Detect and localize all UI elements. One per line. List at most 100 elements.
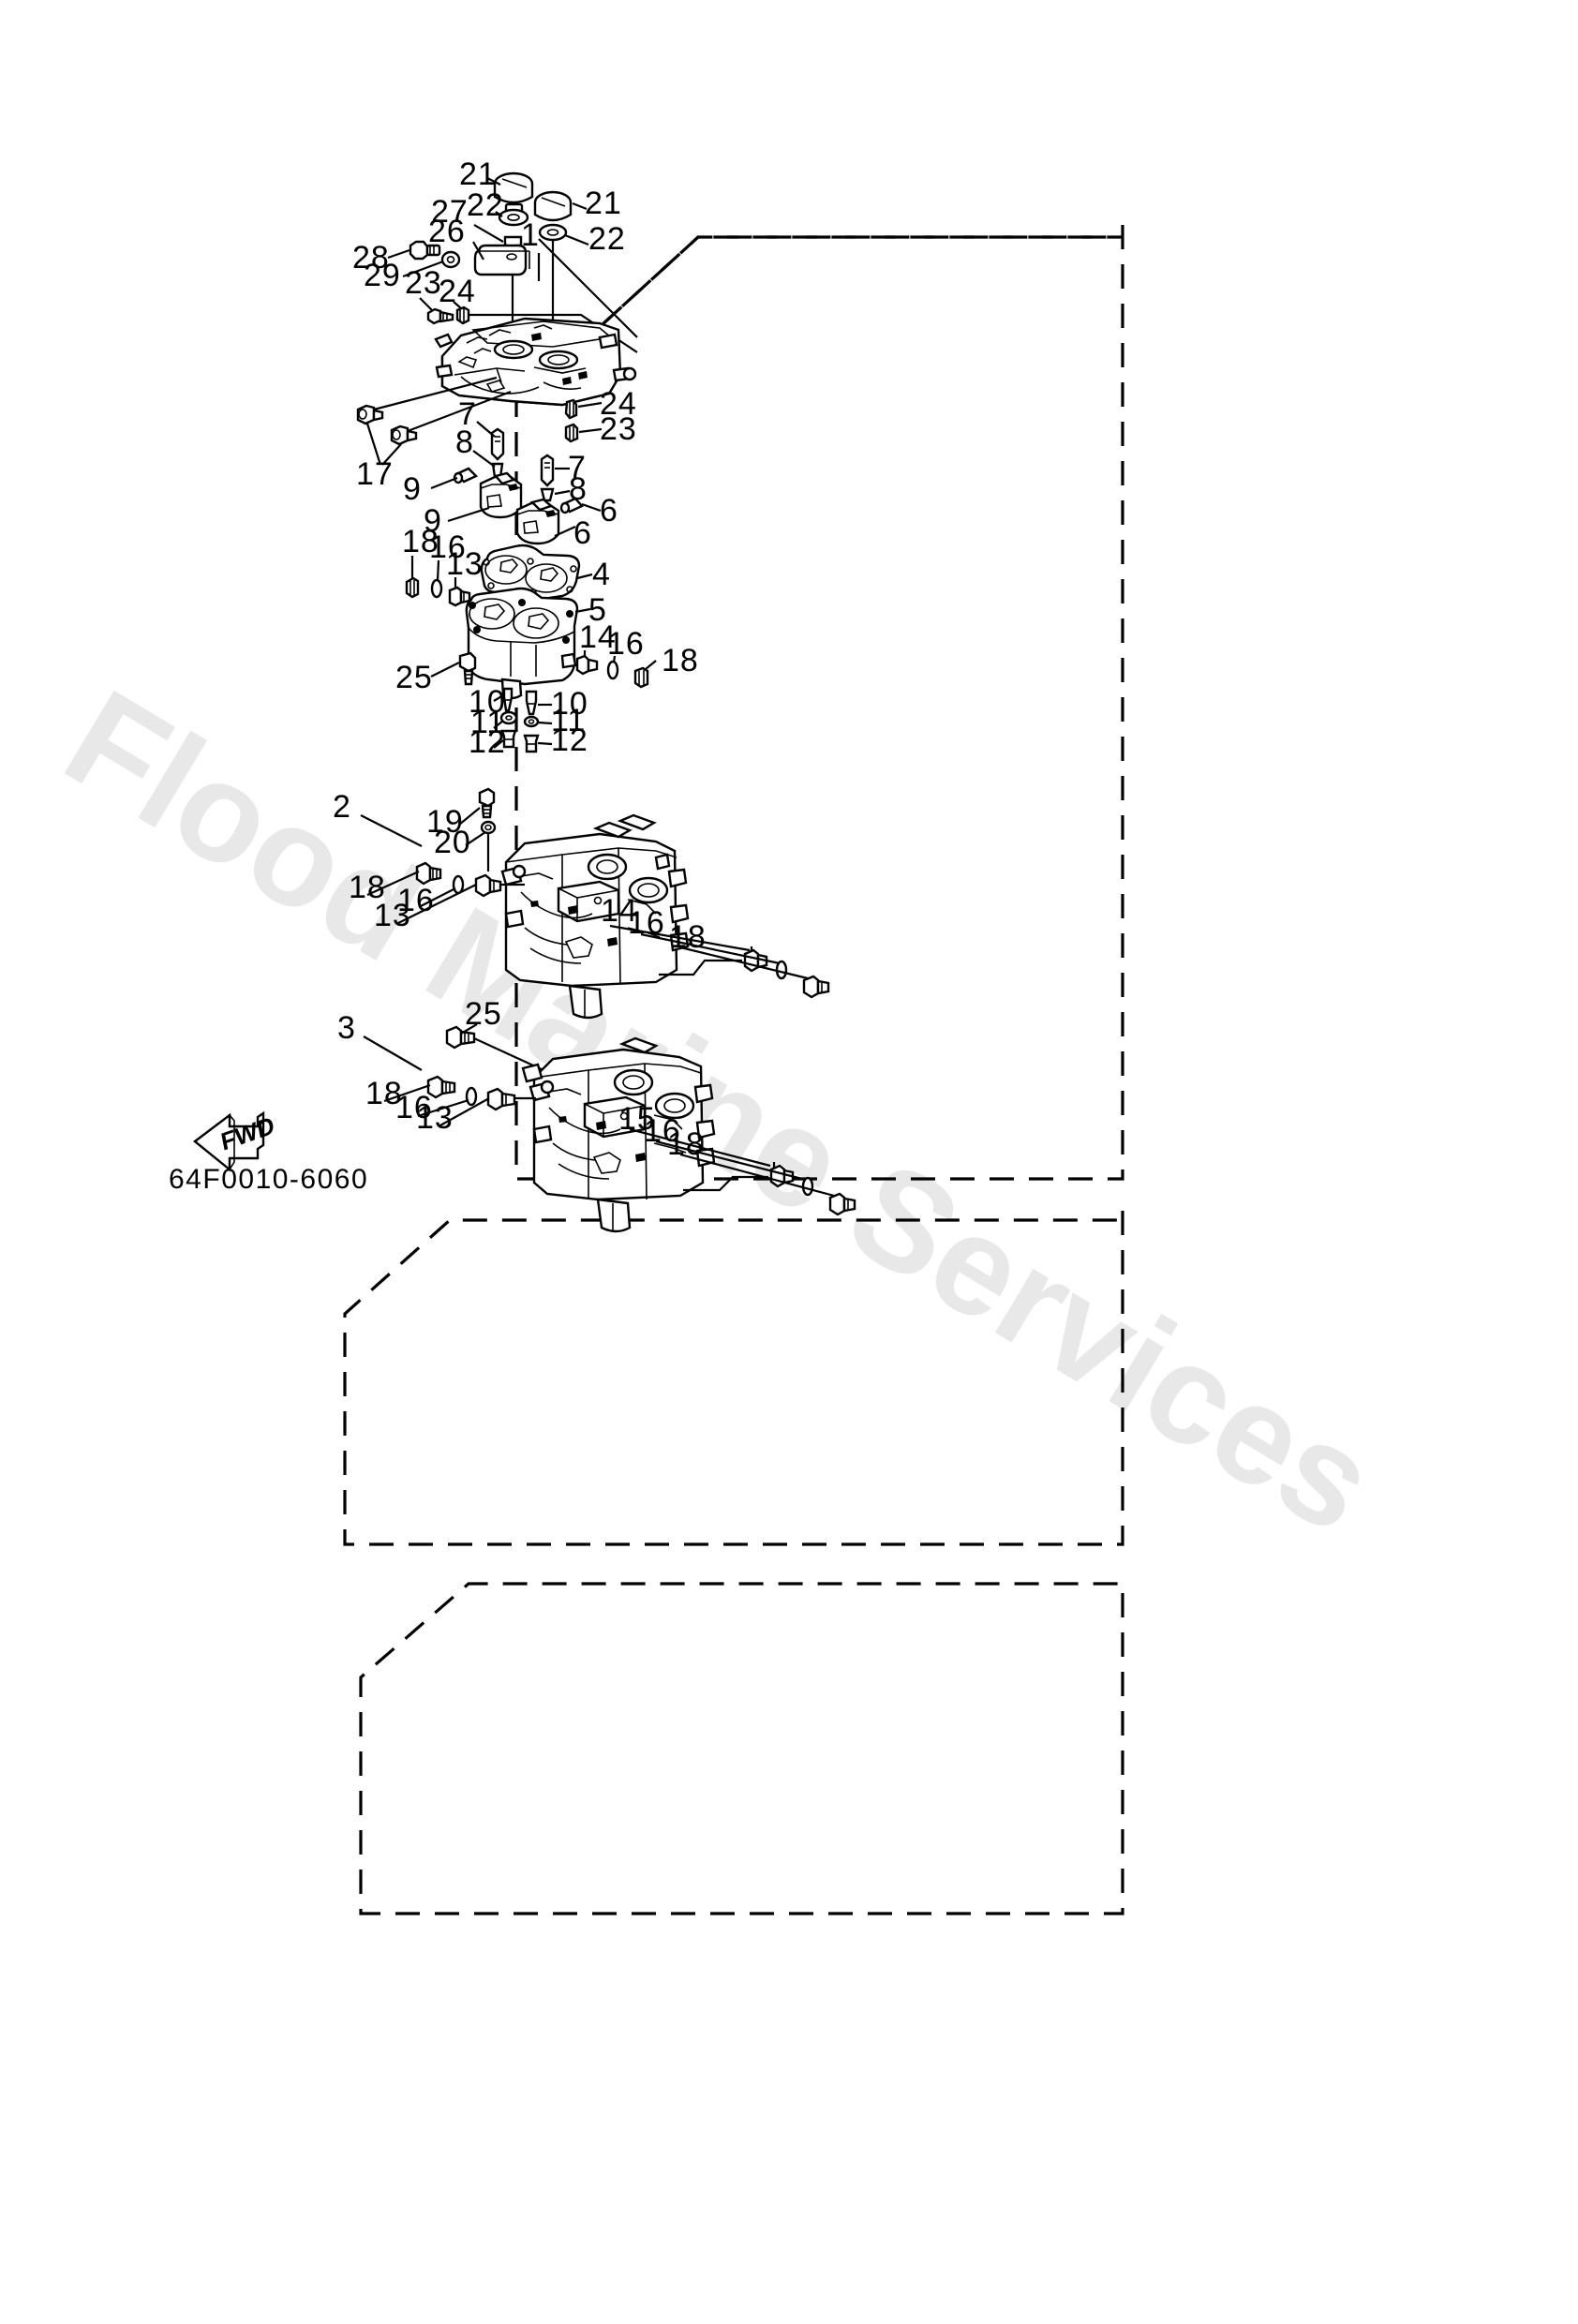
- callout-24-upper: 24: [439, 274, 476, 309]
- part-12-left-plug: [500, 729, 517, 749]
- callout-14-asm2-long: [609, 924, 751, 952]
- part-24-screw-right: [564, 398, 578, 420]
- asm2-right-hook: [659, 959, 742, 976]
- part-10-right-jet: [525, 690, 538, 716]
- fwd-arrow-icon: [193, 1110, 265, 1172]
- part-23-screw-upper: [426, 307, 454, 325]
- callout-6-right: 6: [573, 515, 592, 551]
- callout-18-asm2-right: 18: [669, 919, 707, 955]
- callout-25-asm3: 25: [465, 996, 502, 1032]
- callout-7-right: 7: [568, 450, 587, 485]
- callout-13-asm3: 13: [416, 1100, 454, 1136]
- part-11-right-washer: [523, 715, 540, 728]
- callout-13-asm2: 13: [374, 898, 411, 933]
- part-18-asm2-bolt: [415, 861, 442, 886]
- callout-11-left: 11: [470, 705, 505, 740]
- callout-16-asm3-right: 16: [644, 1113, 681, 1149]
- part-29-ring: [440, 250, 461, 269]
- part-19-screw: [478, 787, 496, 819]
- callout-7-left: 7: [458, 396, 477, 432]
- part-6-right-float: [515, 498, 560, 545]
- callout-16-asm3-right-leader: [655, 1140, 807, 1182]
- callout-2: 2: [333, 789, 351, 825]
- callout-16-left-leader: [436, 559, 440, 582]
- callout-3: 3: [337, 1010, 356, 1046]
- part-22-right-washer: [538, 223, 568, 242]
- callout-9-left-leader: [430, 476, 458, 490]
- part-18-asm3-bolt: [426, 1075, 456, 1099]
- callout-26: 26: [428, 214, 466, 249]
- part-17-plug-lower: [390, 425, 418, 446]
- part-17-long-lead-b: [407, 390, 512, 433]
- part-16-asm3-washer: [465, 1086, 478, 1107]
- part-18-asm3-right-bolt: [828, 1192, 856, 1216]
- callout-23-right-leader: [578, 427, 603, 434]
- callout-7-left-leader: [476, 421, 496, 438]
- part-16-left-washer: [430, 578, 443, 599]
- callout-16-left: 16: [429, 529, 467, 565]
- callout-12-right: 12: [551, 723, 588, 758]
- callout-18-asm2-leader: [366, 870, 420, 897]
- callout-16-asm2-leader: [418, 887, 456, 908]
- callout-23-upper-leader: [419, 297, 433, 311]
- callout-25-asm3-leader: [460, 1023, 478, 1035]
- callout-14-asm2: 14: [601, 893, 638, 929]
- callout-22-right-leader: [564, 233, 589, 246]
- callout-8-left: 8: [455, 425, 474, 460]
- part-23-screw-right: [564, 423, 579, 443]
- part-21-left-screw: [493, 171, 534, 216]
- part-20-washer: [480, 820, 497, 835]
- callout-9-right-leader: [581, 502, 602, 513]
- part-4-gasket: [480, 544, 581, 602]
- callout-15-asm3-long: [629, 1127, 771, 1168]
- callout-21-right: 21: [585, 186, 622, 221]
- callout-6-left: 9: [424, 503, 442, 539]
- part-14-bolt: [575, 654, 599, 676]
- callout-10-left-leader: [493, 694, 504, 702]
- callout-21-left-leader: [486, 177, 501, 186]
- callout-24-right: 24: [600, 386, 637, 422]
- callout-22-left: 22: [467, 187, 504, 223]
- callout-9-right: 6: [600, 493, 618, 529]
- part-18-left-bolt: [405, 576, 420, 599]
- callout-18-asm3-right-leader: [679, 1153, 835, 1198]
- part-12-right-plug: [523, 734, 540, 753]
- callout-16-right-leader: [612, 655, 617, 663]
- part-21-right-screw: [533, 190, 573, 222]
- callout-17-leader-b: [381, 443, 402, 466]
- callout-18-asm2-right-leader: [679, 946, 809, 980]
- part-11-left-washer: [499, 710, 518, 725]
- callout-12-left-leader: [493, 739, 504, 749]
- callout-9-left: 9: [403, 471, 422, 507]
- part-6-left-float: [479, 471, 523, 519]
- callout-26-leader: [472, 241, 484, 261]
- callout-5: 5: [588, 592, 607, 628]
- callout-16-asm3-leader: [417, 1098, 469, 1118]
- callout-21-left: 21: [459, 156, 497, 192]
- callout-16-right: 16: [607, 626, 645, 662]
- part-13-left-bolt: [448, 586, 471, 607]
- part-18-asm2-right-bolt: [802, 975, 830, 999]
- callout-29: 29: [364, 258, 401, 293]
- callout-29-leader: [402, 260, 444, 278]
- callout-27-leader: [473, 224, 504, 243]
- callout-14: 14: [579, 619, 617, 655]
- callout-6-right-leader: [554, 525, 576, 538]
- callout-5-leader: [574, 607, 591, 614]
- part-code-label: 64F0010-6060: [169, 1164, 368, 1195]
- callout-18-asm3-right: 18: [667, 1126, 705, 1162]
- carburetor-body-top: [434, 317, 637, 407]
- callout-16-asm2-right-leader: [640, 932, 781, 965]
- callout-15-asm3: 15: [618, 1101, 656, 1137]
- carburetor-body-bottom: [521, 1036, 716, 1233]
- callout-8-right-leader: [554, 489, 571, 496]
- callout-28-leader: [387, 248, 410, 260]
- callout-16-asm2: 16: [397, 883, 435, 918]
- callout-3-leader: [363, 1035, 423, 1071]
- callout-16-asm2-right: 16: [628, 905, 665, 941]
- callout-18-asm3-leader: [383, 1083, 431, 1103]
- callout-8-left-leader: [472, 450, 496, 468]
- part-16-asm2-washer: [452, 874, 465, 895]
- part-9-left-pin: [453, 467, 479, 484]
- callout-18-left: 18: [402, 524, 439, 559]
